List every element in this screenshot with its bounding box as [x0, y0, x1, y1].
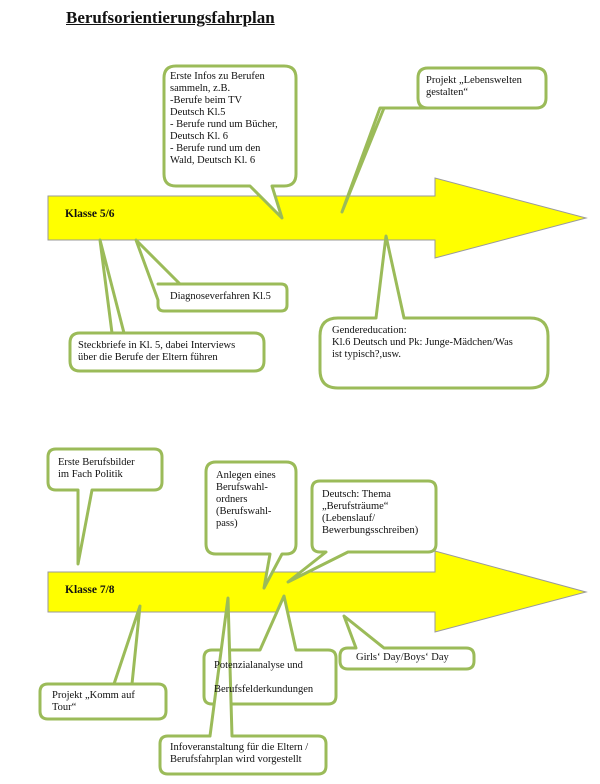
- callout-infos: [162, 64, 298, 220]
- arrow-klasse-7-8: [47, 550, 588, 633]
- callout-diagnose: [134, 238, 289, 313]
- callout-steckbriefe-text: Steckbriefe in Kl. 5, dabei Interviews ü…: [78, 340, 236, 363]
- callout-lebenswelten: [340, 66, 548, 214]
- callout-gender-text: Gendereducation: Kl.6 Deutsch und Pk: Ju…: [332, 325, 513, 360]
- callout-ordner: [204, 460, 298, 590]
- callout-gender: [318, 234, 550, 390]
- callout-girls-text: Girls‘ Day/Boys‘ Day: [356, 652, 449, 663]
- callout-berufstraeume-text: Deutsch: Thema „Berufsträume“ (Lebenslau…: [322, 489, 419, 536]
- callout-berufsbilder-text: Erste Berufsbilder im Fach Politik: [58, 457, 135, 480]
- callout-infoveranstaltung: [158, 596, 328, 776]
- arrow-klasse-5-6: [47, 177, 588, 259]
- callout-steckbriefe: [68, 238, 266, 373]
- callout-infoveranstaltung-text: Infoveranstaltung für die Eltern / Beruf…: [170, 742, 309, 765]
- callout-potenzial: [202, 594, 338, 706]
- page-title: Berufsorientierungsfahrplan: [66, 8, 275, 27]
- callout-komm: [38, 604, 168, 721]
- callout-berufstraeume: [286, 479, 438, 584]
- callout-komm-text: Projekt „Komm auf Tour“: [52, 690, 135, 713]
- klasse-7-8-label: Klasse 7/8: [65, 584, 115, 596]
- callout-ordner-text: Anlegen eines Berufswahl- ordners (Beruf…: [216, 470, 276, 529]
- callout-lebenswelten-text: Projekt „Lebenswelten gestalten“: [426, 75, 522, 98]
- callout-potenzial-text: Potenzialanalyse und Berufsfelderkundung…: [214, 660, 314, 695]
- callout-girls: [338, 614, 476, 671]
- callout-infos-text: Erste Infos zu Berufen sammeln, z.B. -Be…: [170, 71, 278, 166]
- callout-diagnose-text: Diagnoseverfahren Kl.5: [170, 291, 271, 302]
- klasse-5-6-label: Klasse 5/6: [65, 208, 115, 220]
- callout-berufsbilder: [46, 447, 164, 566]
